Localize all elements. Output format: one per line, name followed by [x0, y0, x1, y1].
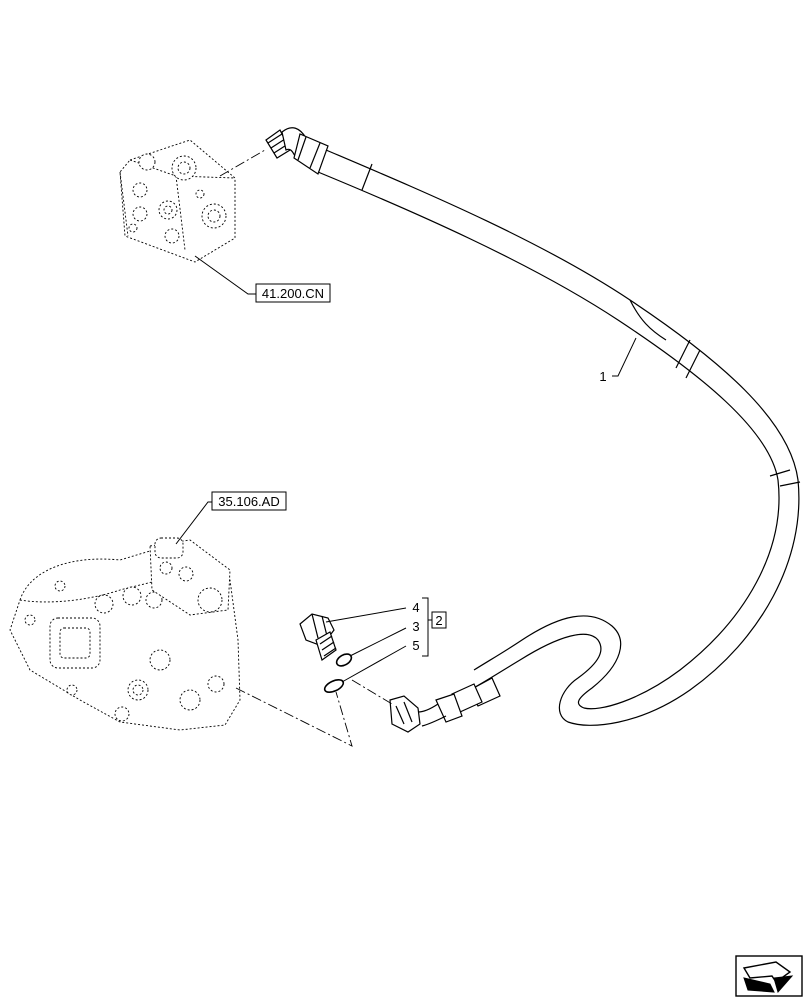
valve-reference-leader — [194, 255, 256, 295]
callout-3: 3 — [412, 619, 419, 634]
control-valve-block — [119, 139, 236, 263]
callout-4: 4 — [412, 600, 419, 615]
hydraulic-hose — [265, 127, 801, 733]
pump-port-centerline — [235, 687, 353, 747]
callout-4-leader — [325, 607, 407, 623]
adapter-fitting — [299, 613, 337, 661]
callout-2: 2 — [435, 613, 442, 628]
hose-bottom-fitting — [389, 677, 501, 733]
hose-callout: 1 — [599, 369, 606, 384]
o-ring-large — [323, 679, 345, 693]
valve-port-centerline — [219, 149, 266, 177]
valve-reference-box: 41.200.CN — [255, 283, 331, 303]
o-ring-small — [335, 653, 353, 667]
fitting-hose-centerline — [351, 679, 393, 705]
assembly-bracket — [422, 597, 432, 657]
hydraulic-pump — [9, 537, 241, 731]
hose-top-fitting — [265, 127, 329, 175]
callout-5-leader — [341, 645, 407, 683]
pump-reference-leader — [175, 501, 212, 545]
callout-5: 5 — [412, 638, 419, 653]
pump-reference-label: 35.106.AD — [218, 494, 279, 509]
valve-reference-label: 41.200.CN — [262, 286, 324, 301]
next-page-arrow-icon[interactable] — [735, 955, 803, 997]
hose-callout-leader — [612, 337, 637, 377]
assembly-callout-box: 2 — [431, 611, 447, 629]
callout-3-leader — [349, 627, 407, 657]
pump-reference-box: 35.106.AD — [211, 491, 287, 511]
